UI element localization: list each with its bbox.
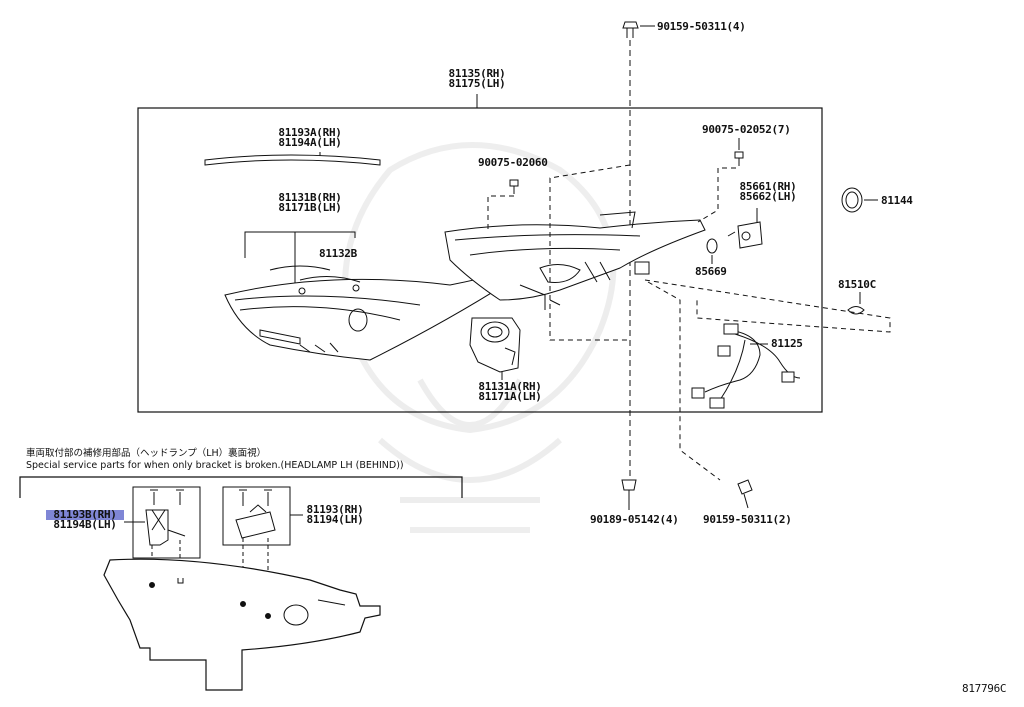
cap-icon [841, 187, 863, 213]
wire-harness [691, 323, 801, 409]
bolt-icon-90189 [621, 479, 637, 510]
label-socket-rh: 85661(RH) [739, 180, 797, 193]
label-assembly: 81135(RH) 81175(LH) [448, 67, 506, 90]
screw-icon-90075 [509, 179, 519, 194]
headlamp-housing [224, 261, 541, 361]
screw-icon-90075-7 [734, 151, 744, 166]
label-unit-lh: 81171A(LH) [478, 390, 542, 403]
label-85669: 85669 [695, 265, 727, 278]
label-bracket-b-lh: 81194B(LH) [53, 518, 117, 531]
label-moulding: 81193A(RH) 81194A(LH) [272, 126, 348, 149]
service-note-jp: 車両取付部の補修用部品（ヘッドランプ（LH）裏面視） [26, 448, 267, 459]
label-bracket-lh: 81194(LH) [306, 513, 364, 526]
bracket-icon [235, 489, 276, 539]
headlamp-rear-housing [444, 211, 706, 310]
label-moulding-lh: 81194A(LH) [278, 136, 342, 149]
service-note-en: Special service parts for when only brac… [26, 460, 404, 471]
label-90189: 90189-05142(4) [590, 513, 679, 526]
label-assembly-rh: 81135(RH) [448, 67, 506, 80]
bulb-icon [847, 306, 865, 315]
label-90075-7: 90075-02052(7) [702, 123, 791, 136]
label-unit: 81131A(RH) 81171A(LH) [471, 380, 549, 403]
o-ring-icon [706, 238, 718, 254]
label-unit-rh: 81131A(RH) [478, 380, 542, 393]
label-assembly-lh: 81175(LH) [448, 77, 506, 90]
label-socket-lh: 85662(LH) [739, 190, 797, 203]
label-socket: 85661(RH) 85662(LH) [731, 180, 805, 203]
moulding-strip [204, 154, 381, 166]
bolt-icon-90159 [737, 479, 753, 509]
label-bracket-b: 81193B(RH) 81194B(LH) [46, 509, 124, 531]
assembly-frame [137, 107, 823, 413]
label-bracket-rh: 81193(RH) [306, 503, 364, 516]
lamp-unit [469, 317, 521, 373]
bolt-icon-top [622, 21, 639, 38]
label-90075: 90075-02060 [478, 156, 548, 169]
label-90159-top: 90159-50311(4) [657, 20, 746, 33]
label-81510c: 81510C [838, 278, 876, 291]
label-90159-bottom: 90159-50311(2) [703, 513, 792, 526]
label-bracket-b-rh: 81193B(RH) [46, 509, 124, 520]
label-81125: 81125 [771, 337, 803, 350]
diagram-id: 817796C [962, 682, 1007, 695]
label-81144: 81144 [881, 194, 913, 207]
label-lens-lh: 81171B(LH) [278, 201, 342, 214]
headlamp-behind-silhouette [103, 558, 381, 691]
bracket-b-icon [145, 489, 186, 546]
label-lens-rh: 81131B(RH) [278, 191, 342, 204]
label-lens: 81131B(RH) 81171B(LH) [271, 191, 349, 214]
label-81132b: 81132B [319, 247, 357, 260]
label-moulding-rh: 81193A(RH) [278, 126, 342, 139]
label-bracket: 81193(RH) 81194(LH) [302, 503, 368, 526]
socket-icon [727, 221, 763, 249]
bracket-box [222, 486, 291, 546]
